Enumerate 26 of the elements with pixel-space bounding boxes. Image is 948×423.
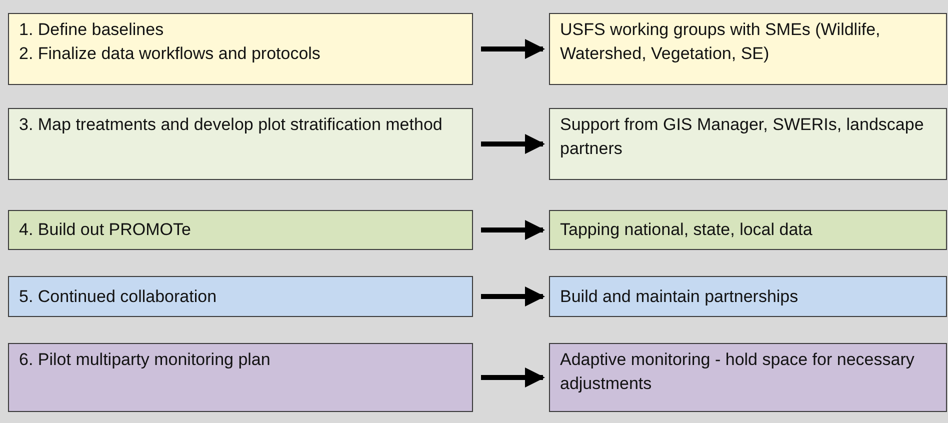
- box-text: USFS working groups with SMEs (Wildlife, Watershed, Vegetation, SE): [560, 19, 882, 65]
- arrow: [481, 286, 545, 306]
- box-text: 3. Map treatments and develop plot stratification method: [19, 114, 444, 136]
- box-text: 5. Continued collaboration: [19, 286, 218, 308]
- step-box: [549, 210, 947, 250]
- step-box: [8, 343, 473, 412]
- arrow: [481, 39, 545, 59]
- box-text: Support from GIS Manager, SWERIs, landscape partners: [560, 114, 925, 160]
- step-box: [8, 108, 473, 180]
- box-text: Tapping national, state, local data: [560, 219, 814, 241]
- arrow: [481, 220, 545, 240]
- step-box: [549, 108, 947, 180]
- box-text: 6. Pilot multiparty monitoring plan: [19, 349, 272, 371]
- step-box: [549, 343, 947, 412]
- arrow: [481, 134, 545, 154]
- step-box: [549, 276, 947, 317]
- box-text: Adaptive monitoring - hold space for necessary adjustments: [560, 349, 916, 395]
- step-box: [549, 13, 947, 85]
- box-text: 1. Define baselines: [19, 19, 165, 41]
- step-box: [8, 276, 473, 317]
- box-text: Build and maintain partnerships: [560, 286, 800, 308]
- step-box: [8, 210, 473, 250]
- box-text: 2. Finalize data workflows and protocols: [19, 43, 322, 65]
- arrow: [481, 368, 545, 388]
- step-box: [8, 13, 473, 85]
- box-text: 4. Build out PROMOTe: [19, 219, 192, 241]
